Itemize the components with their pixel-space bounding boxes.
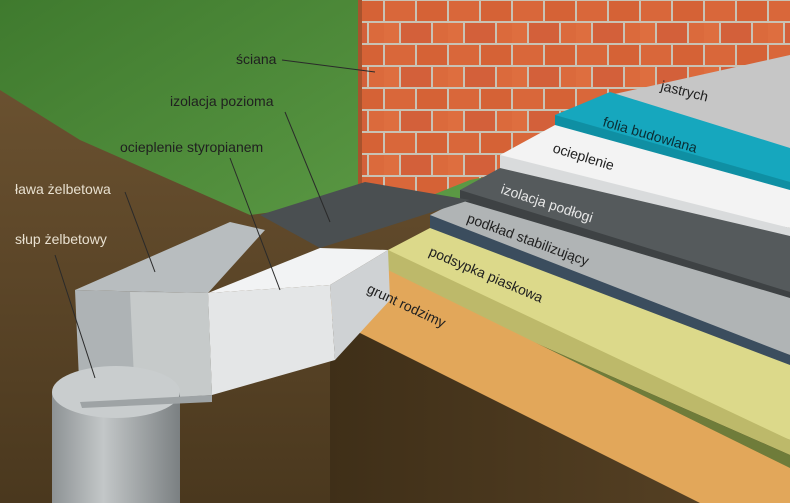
footing-over-column xyxy=(80,395,212,408)
horizontal-damp-proof xyxy=(260,182,470,248)
leader-lawa xyxy=(124,191,156,273)
layer-foil-edge xyxy=(555,115,790,192)
styrofoam-front xyxy=(208,285,335,395)
brick-wall-side xyxy=(358,0,362,188)
brick-wall xyxy=(358,0,790,200)
label-ocieplenie-styropianem: ocieplenie styropianem xyxy=(120,139,263,155)
leader-ocieplenie-styropianem xyxy=(229,157,281,291)
column-top xyxy=(52,366,180,418)
label-lawa-zelbetowa: ława żelbetowa xyxy=(15,181,111,197)
layer-sand-edge xyxy=(388,250,790,455)
layer-native-soil xyxy=(330,270,790,503)
layer-damp-proof-edge xyxy=(460,190,790,300)
leader-slup xyxy=(54,254,96,379)
styrofoam-top xyxy=(208,248,388,293)
layer-foil xyxy=(555,92,790,182)
leader-lines xyxy=(54,59,376,379)
layer-insulation xyxy=(500,125,790,228)
label-slup-zelbetowy: słup żelbetowy xyxy=(15,231,107,247)
layer-screed xyxy=(610,55,790,150)
layer-damp-proof xyxy=(460,168,790,292)
label-sciana: ściana xyxy=(236,51,277,67)
leader-sciana xyxy=(281,59,376,73)
styrofoam-right xyxy=(330,250,390,360)
leader-izolacja-pozioma xyxy=(284,111,331,223)
layer-insulation-edge xyxy=(500,155,790,240)
label-izolacja-pozioma: izolacja pozioma xyxy=(170,93,274,109)
layer-stabilizing-base xyxy=(430,200,790,355)
layer-sand xyxy=(388,228,790,440)
footing-top xyxy=(75,222,265,293)
